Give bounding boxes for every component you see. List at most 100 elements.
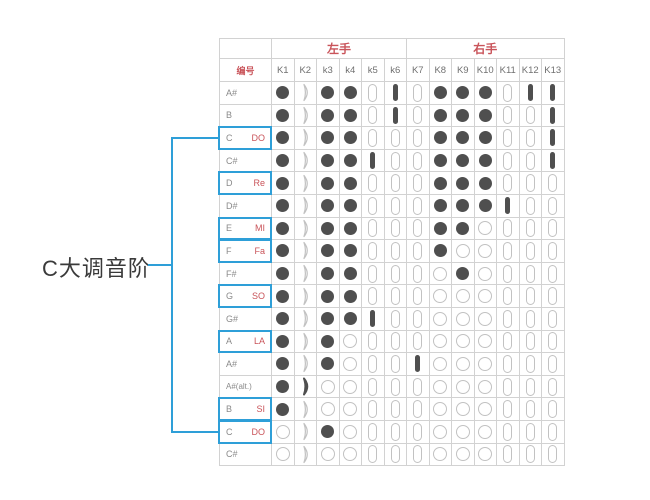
open-crescent-icon — [303, 310, 308, 328]
open-oval-icon — [390, 128, 400, 147]
open-circle-icon — [478, 356, 493, 371]
fingering-cell — [362, 82, 385, 105]
table-corner-blank — [220, 39, 272, 59]
filled-circle-icon — [433, 86, 447, 100]
open-oval-icon — [413, 422, 423, 441]
open-oval-icon — [390, 219, 400, 238]
open-circle-icon — [343, 379, 358, 394]
fingering-cell — [542, 262, 565, 286]
filled-circle-icon — [456, 267, 470, 281]
fingering-cell — [497, 194, 520, 218]
open-oval-icon — [368, 354, 378, 373]
open-oval-icon — [548, 264, 558, 283]
key-header-k10: K10 — [474, 59, 497, 82]
key-header-k13: K13 — [542, 59, 565, 82]
fingering-cell — [519, 104, 542, 128]
note-row-label: G# — [220, 307, 272, 331]
open-circle-icon — [433, 402, 448, 417]
fingering-cell — [452, 217, 475, 241]
fingering-cell — [452, 353, 475, 376]
open-oval-icon — [413, 264, 423, 283]
open-circle-icon — [320, 402, 335, 417]
fingering-cell — [384, 285, 407, 308]
fingering-cell — [272, 443, 295, 467]
filled-circle-icon — [478, 154, 492, 168]
fingering-cell — [497, 217, 520, 241]
fingering-cell — [519, 127, 542, 150]
left-hand-header-label: 左手 — [326, 42, 351, 56]
open-oval-icon — [368, 241, 378, 260]
filled-circle-icon — [433, 244, 447, 258]
filled-circle-icon — [456, 86, 470, 100]
filled-circle-icon — [433, 176, 447, 190]
note-row-label: D# — [220, 194, 272, 218]
filled-circle-icon — [343, 289, 357, 303]
open-circle-icon — [455, 402, 470, 417]
filled-circle-icon — [343, 199, 357, 213]
fingering-cell — [519, 307, 542, 331]
fingering-cell — [519, 330, 542, 354]
fingering-cell — [294, 240, 317, 263]
open-oval-icon — [413, 196, 423, 215]
left-hand-header: 左手 — [272, 39, 407, 59]
fingering-cell — [542, 398, 565, 421]
fingering-cell — [384, 194, 407, 218]
fingering-cell — [429, 149, 452, 173]
fingering-cell — [362, 353, 385, 376]
fingering-cell — [474, 443, 497, 467]
fingering-cell — [519, 262, 542, 286]
open-oval-icon — [390, 241, 400, 260]
fingering-cell — [294, 194, 317, 218]
open-oval-icon — [413, 151, 423, 170]
fingering-cell — [384, 375, 407, 399]
fingering-cell — [339, 149, 362, 173]
filled-circle-icon — [478, 86, 492, 100]
note-row-label: C# — [220, 443, 272, 467]
open-oval-icon — [368, 128, 378, 147]
open-oval-icon — [503, 287, 513, 306]
open-oval-icon — [525, 241, 535, 260]
fingering-cell — [407, 420, 430, 444]
open-circle-icon — [343, 356, 358, 371]
open-circle-icon — [433, 379, 448, 394]
open-circle-icon — [320, 379, 335, 394]
fingering-cell — [272, 149, 295, 173]
fingering-cell — [542, 353, 565, 376]
open-crescent-icon — [303, 287, 308, 305]
open-circle-icon — [433, 334, 448, 349]
fingering-cell — [384, 330, 407, 354]
fingering-cell — [317, 353, 340, 376]
open-oval-icon — [525, 106, 535, 125]
fingering-cell — [497, 307, 520, 331]
open-oval-icon — [503, 377, 513, 396]
fingering-cell — [362, 375, 385, 399]
fingering-cell — [497, 443, 520, 467]
open-oval-icon — [503, 422, 513, 441]
filled-circle-icon — [321, 244, 335, 258]
fingering-cell — [362, 194, 385, 218]
open-circle-icon — [478, 311, 493, 326]
fingering-cell — [362, 240, 385, 263]
fingering-cell — [272, 240, 295, 263]
open-oval-icon — [503, 445, 513, 464]
key-header-label: k4 — [345, 64, 356, 76]
filled-circle-icon — [456, 154, 470, 168]
filled-circle-icon — [276, 289, 290, 303]
open-oval-icon — [525, 377, 535, 396]
note-row-label: C# — [220, 149, 272, 173]
fingering-cell — [384, 240, 407, 263]
key-header-k2: K2 — [294, 59, 317, 82]
fingering-cell — [474, 194, 497, 218]
filled-circle-icon — [276, 380, 290, 394]
fingering-cell — [452, 127, 475, 150]
open-crescent-icon — [303, 174, 308, 192]
note-name: D — [226, 178, 233, 189]
filled-bar-icon — [392, 106, 398, 124]
fingering-cell — [474, 217, 497, 241]
fingering-cell — [339, 240, 362, 263]
filled-bar-icon — [550, 152, 556, 170]
filled-circle-icon — [478, 108, 492, 122]
filled-circle-icon — [321, 108, 335, 122]
